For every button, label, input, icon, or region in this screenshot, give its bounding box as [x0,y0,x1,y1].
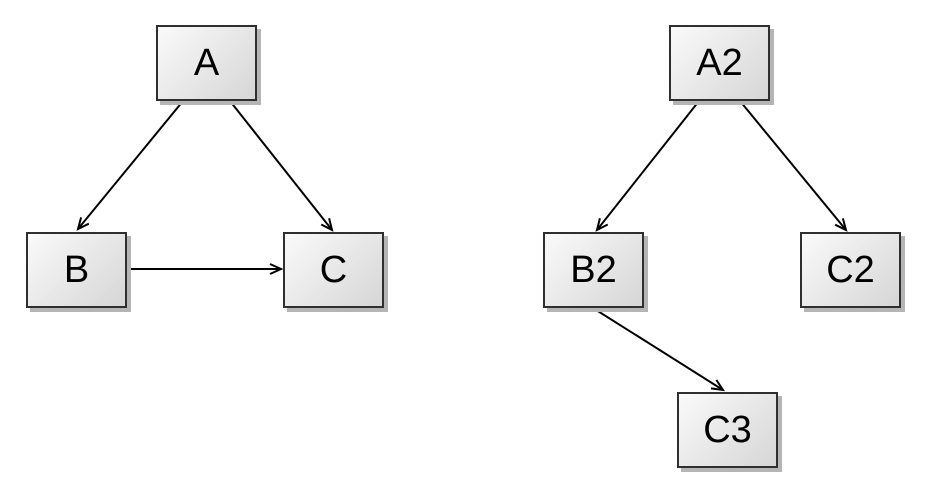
node-label: C [319,249,348,291]
edge-A2-B2[interactable] [595,100,700,232]
node-label: C3 [703,409,752,451]
node-label: B [63,249,90,291]
node-A[interactable]: A [156,25,257,101]
node-label: C2 [826,249,875,291]
node-A2[interactable]: A2 [669,25,770,101]
node-C2[interactable]: C2 [800,232,901,308]
edge-B2-C3[interactable] [592,307,726,392]
node-label: B2 [570,249,617,291]
node-label: A2 [696,42,743,84]
edge-A2-C2[interactable] [739,100,848,232]
node-label: A [193,42,220,84]
edge-A-C[interactable] [229,100,334,232]
node-B2[interactable]: B2 [543,232,644,308]
edges-layer [76,100,848,392]
edge-A-B[interactable] [76,100,184,231]
node-C3[interactable]: C3 [677,392,778,468]
node-C[interactable]: C [283,232,384,308]
node-B[interactable]: B [26,232,127,308]
